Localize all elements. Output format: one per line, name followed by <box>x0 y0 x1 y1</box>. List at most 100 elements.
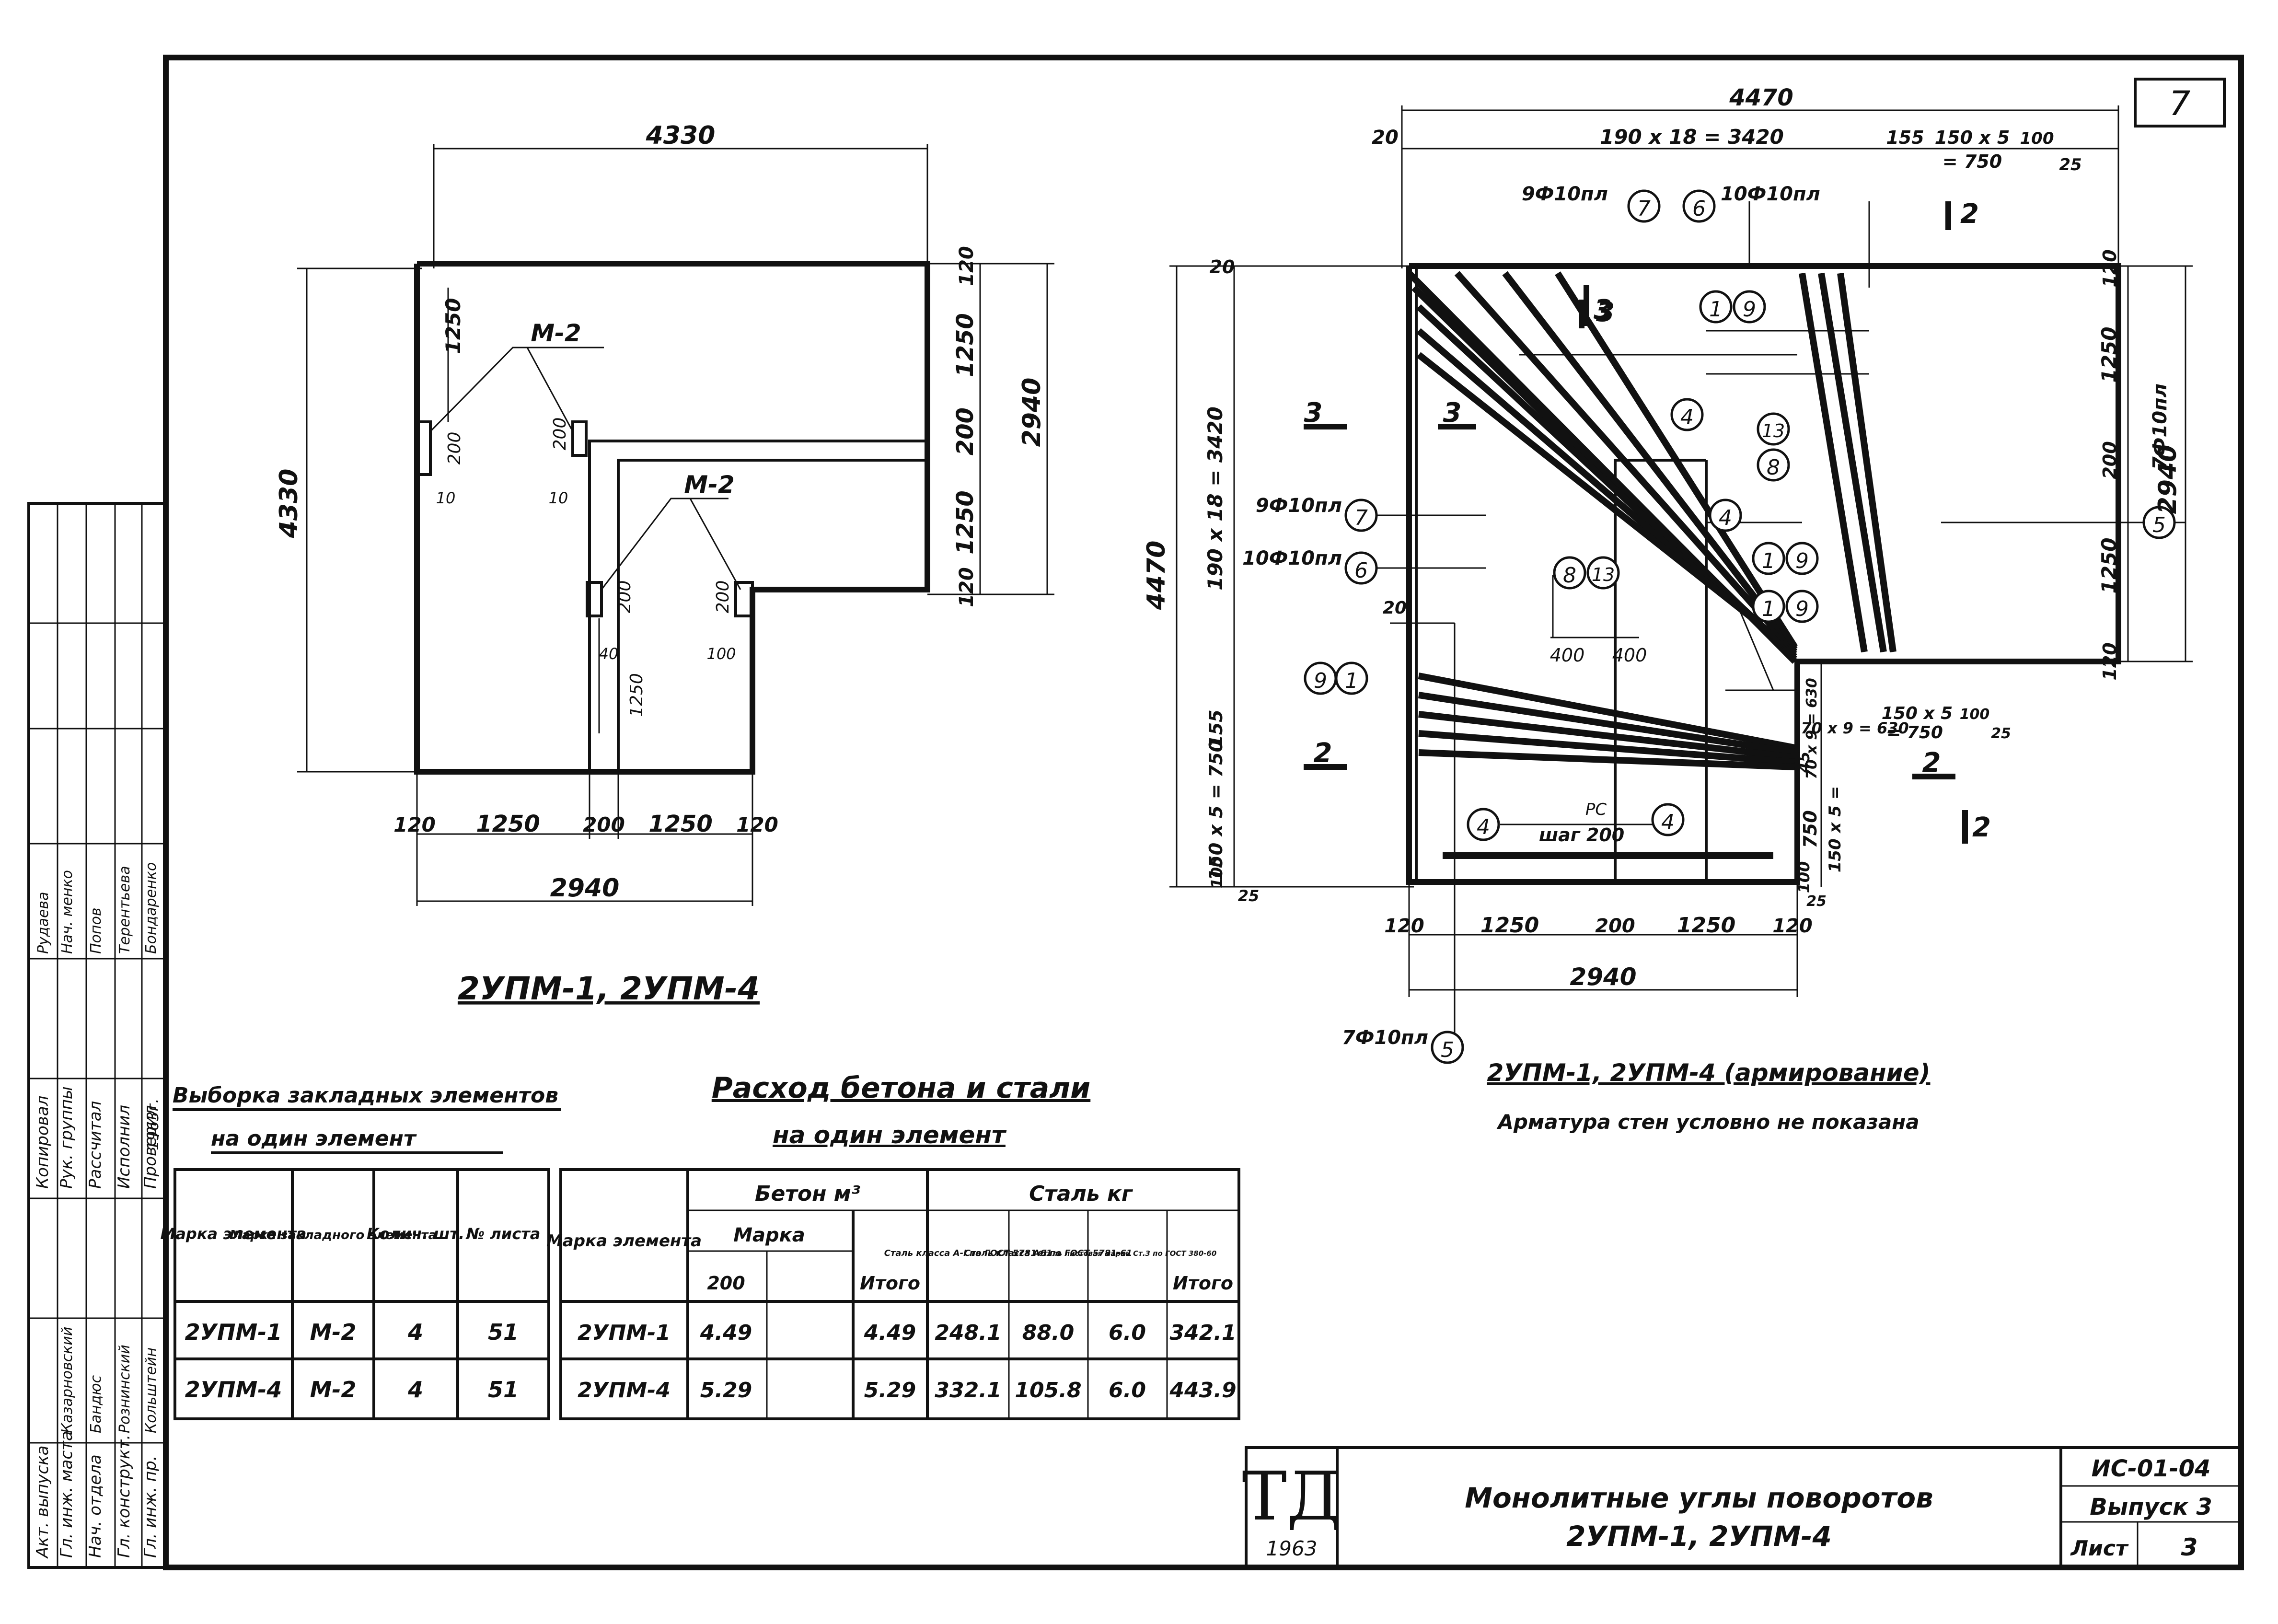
plan-label-m2-top: М-2 <box>531 319 581 347</box>
title-block: ТД 1963 Монолитные углы поворотов 2УПМ-1… <box>1242 1446 2243 1569</box>
cons-r2-200: 5.29 <box>700 1378 752 1403</box>
cons-r2-steel-3: 6.0 <box>1109 1378 1146 1403</box>
section-2-d: 2 <box>1972 812 1991 843</box>
rebar-dim-top-a: 190 х 18 = 3420 <box>1600 125 1784 149</box>
rebar-dim-right-g: 750 <box>1800 810 1821 848</box>
plan-title: 2УПМ-1, 2УПМ-4 <box>458 970 760 1007</box>
plan-dim-top: 4330 <box>646 121 716 150</box>
rebar-dim-left-c: 150 х 5 = 750 <box>1205 740 1226 881</box>
rebar-dim-left-e: 25 <box>1238 887 1260 905</box>
plan-dim-emb-1: 200 <box>445 432 464 465</box>
rebar-dim-right-b: 1250 <box>2097 327 2121 383</box>
plan-dim-right-total: 2940 <box>1018 378 1046 447</box>
rebar-dim-left-a: 190 х 18 = 3420 <box>1203 406 1227 591</box>
plan-label-m2-mid: М-2 <box>684 471 734 499</box>
stamp-name-2: Рознинский <box>116 1345 133 1433</box>
stamp-role-4: Акт. выпуска <box>33 1445 52 1559</box>
svg-text:6: 6 <box>1692 197 1706 221</box>
rebar-dim-right-c: 200 <box>2099 441 2120 479</box>
plan-dim-emb-3: 200 <box>615 580 635 614</box>
plan-dim-emb-2: 200 <box>550 418 570 451</box>
svg-text:4: 4 <box>1477 815 1490 839</box>
emb-r2-qty: 4 <box>407 1377 423 1403</box>
emb-r1-embedded: М-2 <box>310 1319 357 1345</box>
marker-4-b <box>1709 499 1742 532</box>
rebar-dim-top: 4470 <box>1729 84 1793 111</box>
svg-text:9: 9 <box>1743 297 1756 322</box>
stamp-text: Гл. инж. маста Нач. отдела Гл. конструкт… <box>33 862 162 1559</box>
rebar-dim-mid-f: 25 <box>1991 725 2011 742</box>
emb-r1-qty: 4 <box>407 1319 423 1345</box>
rebar-step: шаг 200 <box>1539 824 1624 846</box>
plan-dim-bottom-5: 120 <box>736 813 778 836</box>
title-line-2: 2УПМ-1, 2УПМ-4 <box>1566 1520 1832 1553</box>
marker-9-a <box>1733 290 1766 324</box>
emb-r2-embedded: М-2 <box>310 1377 357 1403</box>
stamp-role-6: Рассчитал <box>86 1101 105 1189</box>
svg-text:9: 9 <box>1795 549 1809 573</box>
marker-13-a <box>1757 412 1790 446</box>
rebar-seg-a: 400 <box>1550 645 1585 666</box>
emb-table-title-2: на один элемент <box>211 1126 417 1151</box>
plan-dim-left: 4330 <box>275 469 303 539</box>
plan-dim-small-5: 1250 <box>627 673 647 717</box>
cons-r2-steel-2: 105.8 <box>1015 1378 1081 1403</box>
cons-col-200: 200 <box>707 1273 745 1294</box>
emb-table-title-1: Выборка закладных элементов <box>173 1083 558 1108</box>
cons-col-steel-3: Сталь листовая марки Ст.3 по ГОСТ 380-60 <box>1038 1249 1217 1258</box>
section-3-c: 3 <box>1596 297 1615 328</box>
marker-13-b <box>1586 556 1620 590</box>
svg-text:1: 1 <box>1762 597 1775 621</box>
rebar-dim-bottom-a: 120 <box>1384 915 1424 937</box>
stamp-role-1: Нач. отдела <box>86 1454 105 1558</box>
cons-r1-element: 2УПМ-1 <box>578 1321 671 1345</box>
rebar-dim-right-a: 120 <box>2099 249 2120 287</box>
marker-8-b <box>1553 556 1586 590</box>
rebar-dim-mid-a: 70 х 9 = 630 <box>1804 678 1820 779</box>
plan-dim-right-2: 200 <box>952 407 979 455</box>
title-line-1: Монолитные углы поворотов <box>1465 1482 1933 1514</box>
cons-sub-mark: Марка <box>733 1224 805 1246</box>
svg-text:4: 4 <box>1680 405 1694 429</box>
marker-1-b <box>1752 542 1785 575</box>
marker-1-a <box>1699 290 1733 324</box>
cons-r1-total-concrete: 4.49 <box>864 1321 916 1345</box>
emb-r1-element: 2УПМ-1 <box>185 1319 282 1345</box>
section-3-b: 3 <box>1443 397 1462 429</box>
rebar-dim-top-c2: = 750 <box>1943 151 2002 172</box>
embed-m2-c <box>586 581 603 617</box>
cons-col-element: Марка элемента <box>546 1231 702 1251</box>
rebar-dim-left-b: 155 <box>1205 709 1226 747</box>
rebar-note: Арматура стен условно не показана <box>1496 1110 1919 1134</box>
svg-text:4: 4 <box>1719 506 1732 530</box>
plan-dim-emb-4: 200 <box>713 580 733 614</box>
logo-year: 1963 <box>1266 1537 1318 1560</box>
rebar-dim-right-j: 25 <box>1806 893 1827 910</box>
stamp-role-0: Гл. инж. маста <box>57 1431 76 1558</box>
plan-dim-right-top: 120 <box>956 246 978 286</box>
svg-text:8: 8 <box>1563 563 1576 588</box>
plan-dim-bottom-3: 200 <box>583 813 625 836</box>
rebar-dim-left: 4470 <box>1142 541 1171 611</box>
rebar-dim-top-left: 20 <box>1372 127 1399 149</box>
sheet-list-label: Лист <box>2070 1536 2129 1561</box>
stamp-role-2: Гл. конструкт. <box>115 1435 134 1558</box>
rebar-dim-top-e: 25 <box>2059 155 2081 174</box>
emb-col-sheet: № листа <box>465 1225 541 1243</box>
marker-5-right <box>2142 506 2176 539</box>
stamp-role-8: Проверил <box>141 1105 160 1189</box>
cons-r1-total-steel: 342.1 <box>1169 1321 1236 1345</box>
stamp-year: 1963г. <box>144 1099 162 1150</box>
plan-dim-bottom-4: 1250 <box>648 811 713 837</box>
callout-7f10-bottom: 7Ф10пл <box>1342 1027 1428 1049</box>
emb-r1-sheet: 51 <box>488 1319 519 1345</box>
section-2-c: 2 <box>1960 198 1979 230</box>
rebar-dim-top-c: 150 х 5 <box>1935 127 2010 148</box>
section-3-a: 3 <box>1304 397 1323 429</box>
rebar-dim-mid-c: 150 х 5 <box>1882 704 1953 723</box>
stamp-role-7: Исполнил <box>115 1105 134 1189</box>
svg-text:5: 5 <box>1441 1038 1454 1062</box>
stamp-name-7: Терентьева <box>116 866 133 954</box>
cons-r2-element: 2УПМ-4 <box>578 1378 671 1403</box>
